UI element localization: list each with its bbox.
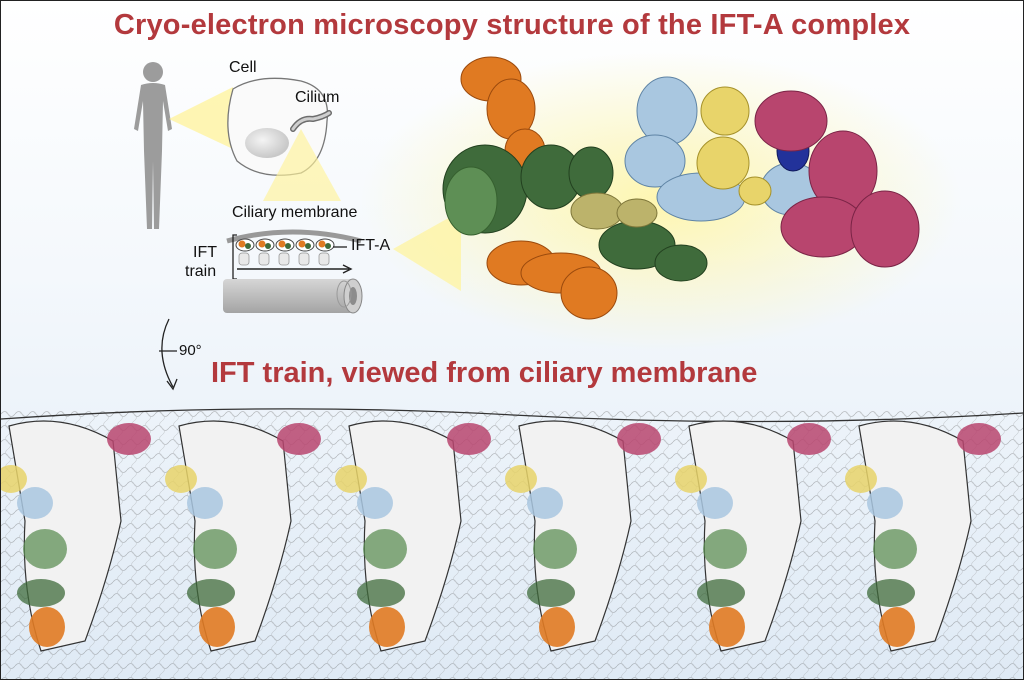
ift-particles (235, 238, 335, 252)
train-unit (335, 420, 491, 652)
ift-train-rendering (1, 408, 1023, 679)
khaki-subunit (570, 192, 658, 230)
nucleus (245, 128, 289, 158)
ift-a-structure (442, 56, 920, 320)
magenta-subunit (754, 90, 920, 268)
rotation-arrow (159, 318, 178, 391)
ift-label: IFT (193, 244, 217, 261)
human-silhouette (134, 62, 172, 229)
yellow-subunit (696, 86, 772, 206)
cilium-to-train-glow (263, 129, 341, 201)
train-to-structure-glow (393, 211, 461, 291)
train-unit (1, 420, 151, 652)
microtubule-axoneme (223, 278, 363, 314)
train-label: train (185, 263, 217, 280)
cilium-label: Cilium (295, 89, 340, 106)
train-unit (845, 420, 1001, 652)
ift-train-schematic (223, 229, 363, 314)
green-subunit (444, 166, 498, 236)
train-unit (675, 420, 831, 652)
body-to-cell-glow (169, 87, 233, 149)
train-unit (505, 420, 661, 652)
rotation-label: 90° (179, 342, 202, 359)
ciliary-membrane-label: Ciliary membrane (232, 204, 358, 221)
figure-subtitle: IFT train, viewed from ciliary membrane (211, 357, 758, 389)
figure-title: Cryo-electron microscopy structure of th… (113, 9, 911, 41)
ift-a-label: IFT-A (351, 237, 391, 254)
train-unit (165, 420, 321, 652)
cell-label: Cell (229, 59, 257, 76)
